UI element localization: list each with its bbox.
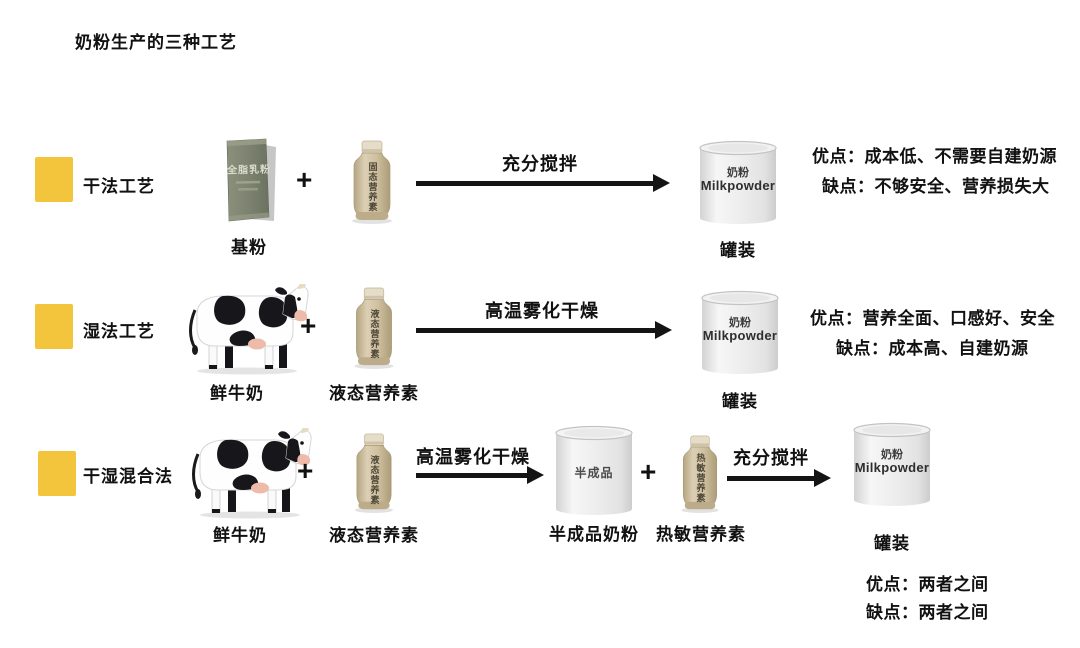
canister-icon — [701, 290, 779, 374]
plus-icon: + — [300, 310, 317, 341]
canister-label-en: Milkpowder — [702, 328, 778, 343]
arrow-right-icon — [416, 321, 672, 339]
canning-caption: 罐装 — [874, 534, 910, 553]
canister-label-cn: 奶粉 — [881, 449, 903, 461]
mixed-process-swatch — [38, 451, 76, 496]
cow-caption: 鲜牛奶 — [210, 384, 264, 403]
milkpowder-canister: 奶粉 Milkpowder — [697, 139, 779, 227]
canning-caption: 罐装 — [720, 241, 756, 260]
bottle-icon — [352, 140, 392, 224]
canister-icon — [853, 422, 931, 506]
canister-icon — [555, 425, 633, 515]
solid-nutrient-bottle: 固态营养素 — [349, 140, 395, 224]
page-title: 奶粉生产的三种工艺 — [75, 33, 237, 52]
arrow-label-spraydry: 高温雾化干燥 — [416, 447, 530, 467]
canister-label-cn: 奶粉 — [727, 167, 749, 179]
arrow-label-stir: 充分搅拌 — [733, 448, 809, 468]
bag-label: 全脂乳粉 — [226, 164, 272, 177]
wet-pros: 优点：营养全面、口感好、安全 — [810, 309, 1055, 328]
liquid-nutrient-caption: 液态营养素 — [329, 526, 419, 545]
bottle-label: 液态营养素 — [369, 309, 380, 359]
heat-sensitive-nutrient-bottle: 热敏营养素 — [677, 435, 723, 513]
arrow-right-icon — [416, 466, 544, 484]
mixed-process-label: 干湿混合法 — [83, 467, 173, 486]
arrow-right-icon — [727, 469, 831, 487]
wet-cons: 缺点：成本高、自建奶源 — [836, 339, 1029, 358]
dry-process-label: 干法工艺 — [83, 177, 155, 196]
mixed-pros: 优点：两者之间 — [866, 575, 989, 594]
liquid-nutrient-caption: 液态营养素 — [329, 384, 419, 403]
canister-icon — [699, 140, 777, 224]
semifinished-canister: 半成品 — [553, 424, 635, 518]
bottle-icon — [681, 435, 719, 513]
liquid-nutrient-bottle: 液态营养素 — [350, 287, 398, 369]
arrow-right-icon — [416, 174, 670, 192]
wet-process-swatch — [35, 304, 73, 349]
bottle-icon — [354, 433, 394, 513]
arrow-label-stir: 充分搅拌 — [502, 154, 578, 174]
cow-icon — [192, 428, 312, 519]
plus-icon: + — [297, 455, 314, 486]
canister-label-cn: 半成品 — [574, 466, 614, 480]
plus-icon: + — [296, 164, 313, 195]
milkpowder-canister: 奶粉 Milkpowder — [851, 421, 933, 509]
bag-icon — [226, 138, 276, 222]
dry-cons: 缺点：不够安全、营养损失大 — [822, 177, 1050, 196]
canister-label-cn: 奶粉 — [729, 317, 751, 329]
heat-sensitive-caption: 热敏营养素 — [656, 525, 746, 544]
liquid-nutrient-bottle: 液态营养素 — [350, 433, 398, 513]
canister-label-en: Milkpowder — [700, 178, 776, 193]
mixed-cons: 缺点：两者之间 — [866, 603, 989, 622]
bottle-label: 液态营养素 — [369, 455, 380, 505]
dry-pros: 优点：成本低、不需要自建奶源 — [812, 147, 1057, 166]
canning-caption: 罐装 — [722, 392, 758, 411]
milkpowder-canister: 奶粉 Milkpowder — [699, 289, 781, 377]
canister-label-en: Milkpowder — [854, 460, 930, 475]
cow-icon — [189, 284, 309, 375]
base-powder-bag: 全脂乳粉 — [220, 137, 278, 223]
wet-process-label: 湿法工艺 — [83, 322, 155, 341]
bag-caption: 基粉 — [231, 238, 267, 257]
plus-icon: + — [640, 456, 657, 487]
bottle-label: 固态营养素 — [367, 162, 378, 212]
cow-caption: 鲜牛奶 — [213, 526, 267, 545]
semifinished-caption: 半成品奶粉 — [549, 525, 639, 544]
cow-mixed — [188, 428, 312, 520]
bottle-icon — [354, 287, 394, 369]
bottle-label: 热敏营养素 — [695, 453, 706, 503]
arrow-label-spraydry: 高温雾化干燥 — [485, 301, 599, 321]
cow-wet — [185, 284, 309, 376]
dry-process-swatch — [35, 157, 73, 202]
